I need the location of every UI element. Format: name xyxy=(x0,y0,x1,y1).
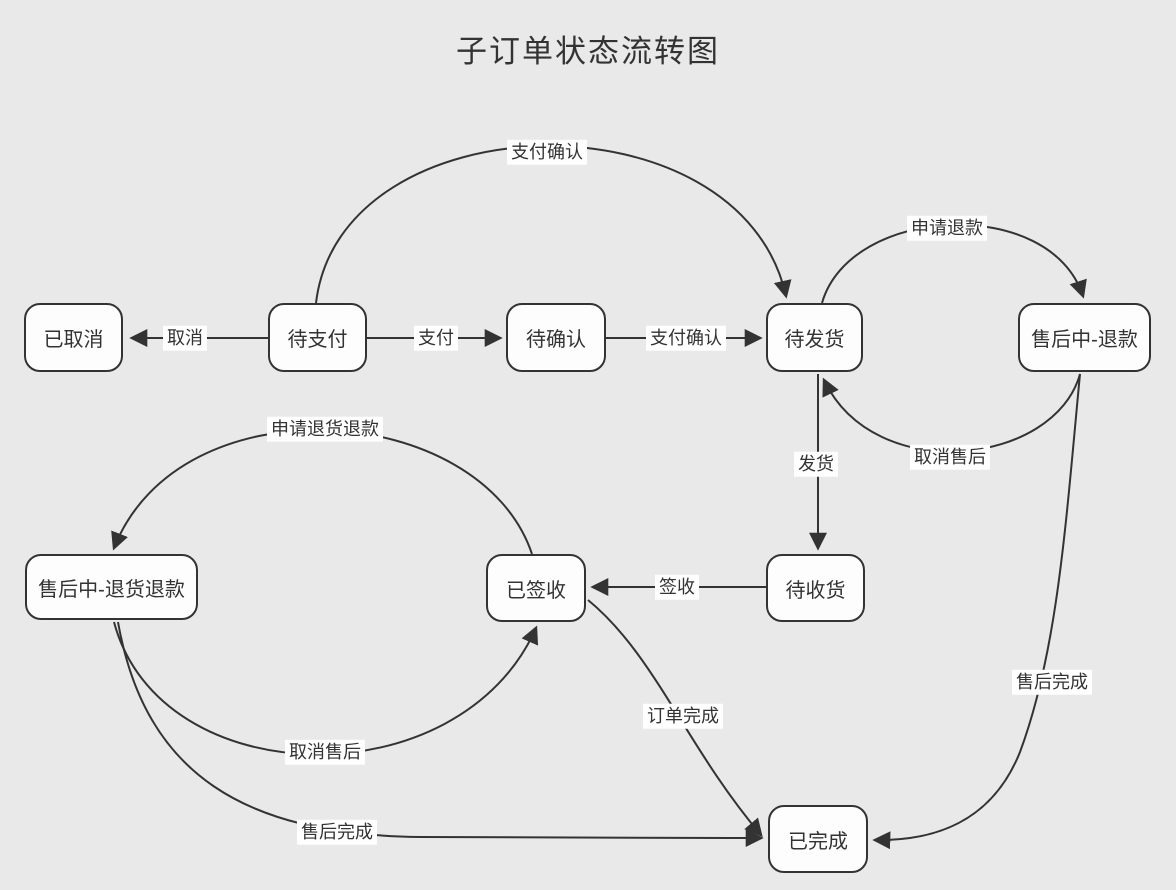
edge-label-cancel-aftersale-right: 取消售后 xyxy=(910,444,990,470)
node-signed: 已签收 xyxy=(486,554,586,622)
edge-apply-return xyxy=(111,429,533,555)
node-pending-confirmation: 待确认 xyxy=(506,303,606,372)
edge-label-sign: 签收 xyxy=(655,574,699,600)
edge-label-pay: 支付 xyxy=(414,325,458,351)
edge-label-apply-refund: 申请退款 xyxy=(907,215,987,241)
edge-label-apply-return-refund: 申请退货退款 xyxy=(267,416,383,442)
node-pending-shipment: 待发货 xyxy=(766,303,863,372)
edge-label-cancel-aftersale-left: 取消售后 xyxy=(285,739,365,765)
edge-label-cancel: 取消 xyxy=(163,325,207,351)
node-cancelled: 已取消 xyxy=(24,303,123,372)
node-pending-payment: 待支付 xyxy=(268,303,367,372)
edge-pay-confirm-top xyxy=(315,145,792,304)
edge-label-aftersale-complete-left: 售后完成 xyxy=(297,819,377,845)
node-pending-receipt: 待收货 xyxy=(766,554,865,622)
edge-as-complete-right xyxy=(872,373,1081,850)
edge-label-pay-confirm: 支付确认 xyxy=(646,325,726,351)
edge-label-order-complete: 订单完成 xyxy=(643,703,723,729)
node-aftersale-refund: 售后中-退款 xyxy=(1018,303,1151,372)
node-aftersale-return-refund: 售后中-退货退款 xyxy=(25,554,198,620)
edge-as-complete-left xyxy=(117,621,764,847)
edge-label-ship: 发货 xyxy=(794,451,838,477)
edge-cancel-as-right xyxy=(822,373,1081,453)
edge-label-aftersale-complete-right: 售后完成 xyxy=(1012,669,1092,695)
edge-cancel-as-left xyxy=(113,621,539,756)
edge-label-pay-confirm-top: 支付确认 xyxy=(507,139,587,165)
node-completed: 已完成 xyxy=(768,805,868,873)
diagram-title: 子订单状态流转图 xyxy=(456,34,720,69)
